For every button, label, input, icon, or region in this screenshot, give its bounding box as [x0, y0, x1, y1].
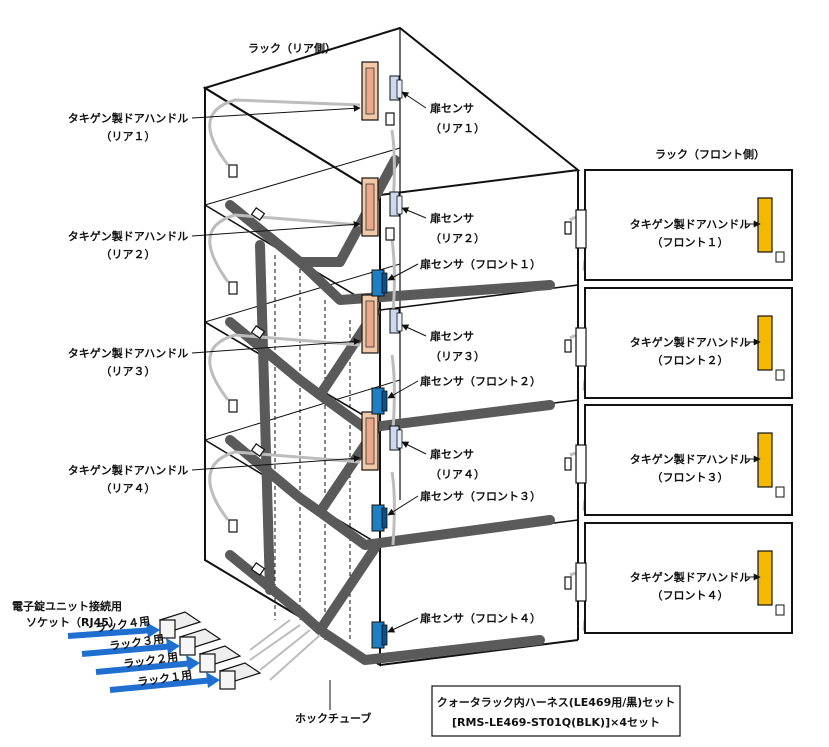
front-handle-sub-2: （フロント２）	[652, 354, 729, 367]
rear-sensor-label-1: 扉センサ	[430, 101, 474, 115]
front-sensor-leader-3	[387, 495, 419, 516]
rear-handle-sub-3: （リア３）	[101, 365, 156, 378]
rear-sensor-sub-2: （リア２）	[430, 232, 485, 245]
rear-sensor-leader-3	[401, 324, 427, 337]
rear-handle-1	[361, 61, 379, 121]
socket-label-line2: ソケット（RJ45）	[26, 616, 120, 629]
front-panel-3: タキゲン製ドアハンドル （フロント３）	[575, 404, 793, 516]
rear-sensor-leader-1	[401, 91, 427, 109]
rear-handle-leader-2	[191, 220, 361, 237]
front-handle-sub-4: （フロント４）	[652, 589, 729, 602]
rear-sensor-sub-3: （リア３）	[430, 350, 485, 363]
rack-arrow-3: ラック２用	[95, 650, 200, 675]
rear-handle-3	[361, 294, 379, 354]
front-handle-label-1: タキゲン製ドアハンドル	[630, 217, 751, 231]
front-panel-4: タキゲン製ドアハンドル （フロント４）	[575, 522, 793, 634]
rj45-socket-3	[178, 628, 222, 656]
rear-handle-label-2: タキゲン製ドアハンドル	[68, 229, 189, 243]
connectors	[228, 112, 572, 590]
front-handle-2	[757, 315, 773, 371]
front-sensor-4	[371, 621, 388, 649]
rear-sensor-1	[389, 75, 403, 101]
harness-box: クォータラック内ハーネス(LE469用/黒)セット [RMS-LE469-ST0…	[431, 685, 681, 737]
rack-arrow-2: ラック３用	[81, 632, 180, 657]
front-sensor-leader-1	[387, 263, 419, 281]
front-handle-sub-3: （フロント３）	[652, 471, 729, 484]
hook-tube-label: ホックチューブ	[295, 711, 371, 725]
front-panel-1: タキゲン製ドアハンドル （フロント１）	[575, 169, 793, 281]
harness-cables	[225, 155, 555, 665]
rear-handle-label-1: タキゲン製ドアハンドル	[68, 111, 189, 125]
front-sensor-label-1: 扉センサ（フロント１）	[420, 257, 541, 271]
rear-handles	[361, 61, 379, 471]
rear-sensor-sub-4: （リア４）	[430, 468, 485, 481]
front-handle-label-2: タキゲン製ドアハンドル	[630, 335, 751, 349]
front-sensors	[371, 269, 388, 649]
front-panel-2: タキゲン製ドアハンドル （フロント２）	[575, 287, 793, 399]
rj45-socket-1	[218, 662, 262, 690]
rear-handle-sub-1: （リア１）	[101, 130, 156, 143]
rear-sensor-3	[389, 308, 403, 334]
rear-sensor-2	[389, 191, 403, 217]
rear-sensor-label-4: 扉センサ	[430, 447, 474, 461]
rear-handle-2	[361, 177, 379, 237]
front-sensor-3	[371, 504, 388, 532]
rear-sensor-leader-2	[401, 207, 427, 219]
front-sensor-leader-4	[387, 617, 419, 633]
socket-label-line1: 電子錠ユニット接続用	[12, 599, 122, 613]
front-door-panels: タキゲン製ドアハンドル（フロント１）タキゲン製ドアハンドル（フロント２）タキゲン…	[575, 169, 793, 634]
rear-sensor-label-3: 扉センサ	[430, 329, 474, 343]
front-sensor-1	[371, 269, 388, 297]
front-handle-4	[757, 550, 773, 606]
rear-sensor-sub-1: （リア１）	[430, 122, 485, 135]
front-handle-label-3: タキゲン製ドアハンドル	[630, 452, 751, 466]
rear-sensor-leader-4	[401, 441, 427, 455]
front-sensor-2	[371, 387, 388, 415]
rear-handle-leader-4	[191, 454, 361, 471]
front-title: ラック（フロント側）	[655, 147, 765, 161]
front-sensor-label-2: 扉センサ（フロント２）	[420, 374, 541, 388]
front-sensor-label-4: 扉センサ（フロント４）	[420, 611, 541, 625]
rj45-socket-4	[158, 611, 202, 639]
front-sensor-labels: 扉センサ（フロント１） 扉センサ（フロント２） 扉センサ（フロント３） 扉センサ（フロ…	[420, 257, 541, 625]
leader-lines	[191, 91, 427, 633]
rear-handle-sub-2: （リア２）	[101, 248, 156, 261]
front-handle-3	[757, 432, 773, 488]
front-sensor-leader-2	[387, 380, 419, 399]
front-sensor-label-3: 扉センサ（フロント３）	[420, 489, 541, 503]
hidden-edges	[274, 255, 351, 640]
rear-sensors	[389, 75, 403, 451]
rear-handle-leader-3	[191, 337, 361, 354]
rear-sensor-labels: 扉センサ （リア１） 扉センサ （リア２） 扉センサ （リア３） 扉センサ （リア４）	[430, 101, 485, 481]
rear-handle-4	[361, 411, 379, 471]
rack-arrow-4: ラック１用	[109, 668, 220, 693]
rear-handle-label-3: タキゲン製ドアハンドル	[68, 346, 189, 360]
rear-handle-leader-1	[191, 104, 361, 119]
rear-handle-sub-4: （リア４）	[101, 482, 156, 495]
rear-handle-labels: タキゲン製ドアハンドル （リア１） タキゲン製ドアハンドル （リア２） タキゲン製ドアハ…	[68, 111, 189, 495]
rear-title: ラック（リア側）	[248, 41, 336, 55]
harness-line1: クォータラック内ハーネス(LE469用/黒)セット	[437, 695, 676, 709]
rear-sensor-label-2: 扉センサ	[430, 211, 474, 225]
rack-arrow-1: ラック４用	[67, 614, 160, 639]
rear-sensor-4	[389, 425, 403, 451]
harness-line2: [RMS-LE469-ST01Q(BLK)]×4セット	[452, 716, 660, 729]
front-handle-label-4: タキゲン製ドアハンドル	[630, 570, 751, 584]
front-handle-1	[757, 197, 773, 253]
rear-handle-label-4: タキゲン製ドアハンドル	[68, 463, 189, 477]
front-handle-sub-1: （フロント１）	[652, 236, 729, 249]
